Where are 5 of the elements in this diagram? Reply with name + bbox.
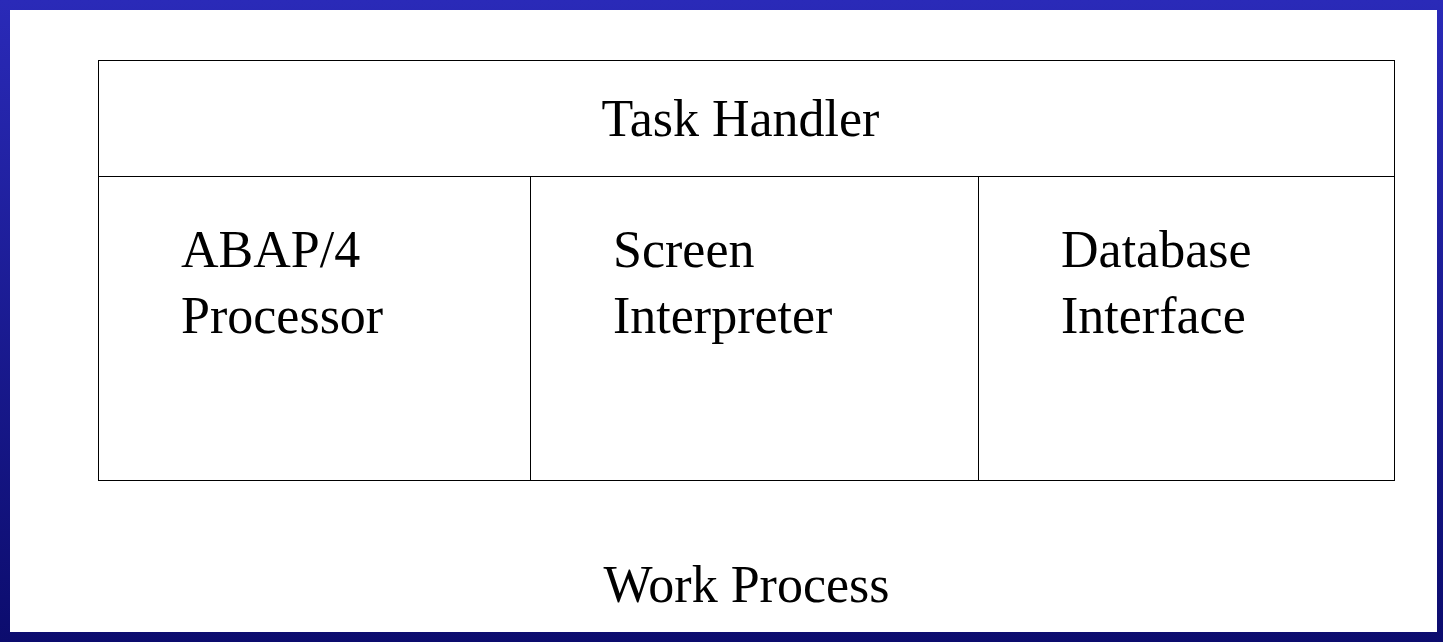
component-label: Task Handler xyxy=(601,88,881,149)
component-label: Screen Interpreter xyxy=(613,220,834,346)
frame-caption: Work Process xyxy=(602,555,891,615)
component-label: Database Interface xyxy=(1061,220,1253,346)
component-label: ABAP/4 Processor xyxy=(181,220,385,346)
